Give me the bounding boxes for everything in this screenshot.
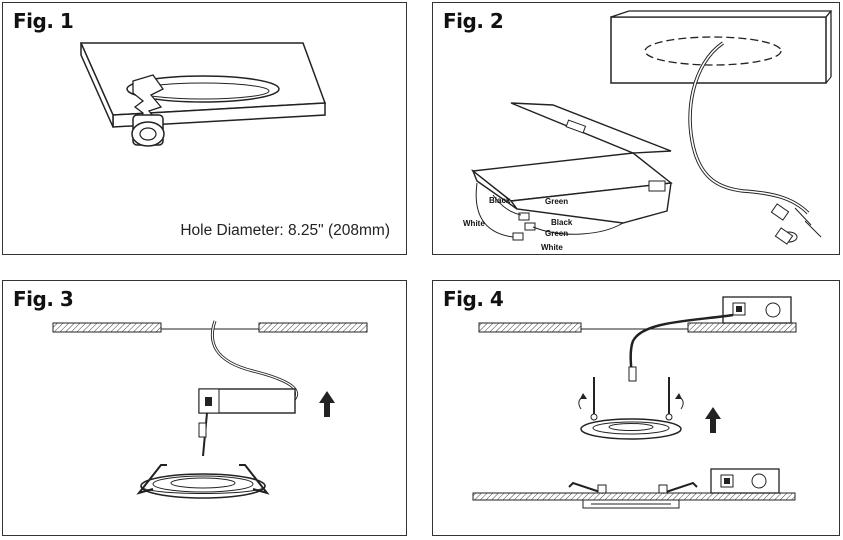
spring-clip-icon <box>136 464 270 495</box>
figure-1-label: Fig. 1 <box>13 9 74 33</box>
figure-2-label: Fig. 2 <box>443 9 504 33</box>
up-arrow-icon <box>705 407 721 433</box>
recessed-light-icon <box>580 418 682 440</box>
fixture-install-illustration <box>52 320 368 499</box>
wire-label-green-2: Green <box>545 229 569 238</box>
figure-4-panel: Fig. 4 <box>432 280 840 536</box>
spring-clip-icon <box>568 481 698 494</box>
wire-label-white-2: White <box>541 243 563 252</box>
ceiling-cutout-illustration <box>79 42 327 147</box>
junction-box-icon <box>471 102 673 224</box>
junction-box-icon <box>722 296 792 324</box>
recessed-light-icon <box>140 473 266 499</box>
spring-clip-icon <box>590 377 673 421</box>
wire-connector-icon <box>770 203 798 245</box>
wire-label-green-1: Green <box>545 197 569 206</box>
figure-2-panel: Fig. 2 <box>432 2 840 255</box>
fixture-mount-illustration <box>472 296 797 509</box>
junction-box-icon <box>198 388 296 414</box>
wire-label-black-1: Black <box>489 196 511 205</box>
figure-3-label: Fig. 3 <box>13 287 74 311</box>
wire-label-black-2: Black <box>551 218 573 227</box>
junction-box-icon <box>710 468 780 494</box>
figure-4-label: Fig. 4 <box>443 287 504 311</box>
wire-label-white-1: White <box>463 219 485 228</box>
figure-1-panel: Fig. 1 Hole Diameter: 8.25" (208mm) <box>2 2 407 255</box>
up-arrow-icon <box>319 391 335 417</box>
wiring-illustration <box>471 10 833 245</box>
keyhole-saw-icon <box>131 74 165 147</box>
rotate-arrow-icon <box>578 393 684 410</box>
figure-3-panel: Fig. 3 <box>2 280 407 536</box>
hole-diameter-caption: Hole Diameter: 8.25" (208mm) <box>180 222 390 239</box>
